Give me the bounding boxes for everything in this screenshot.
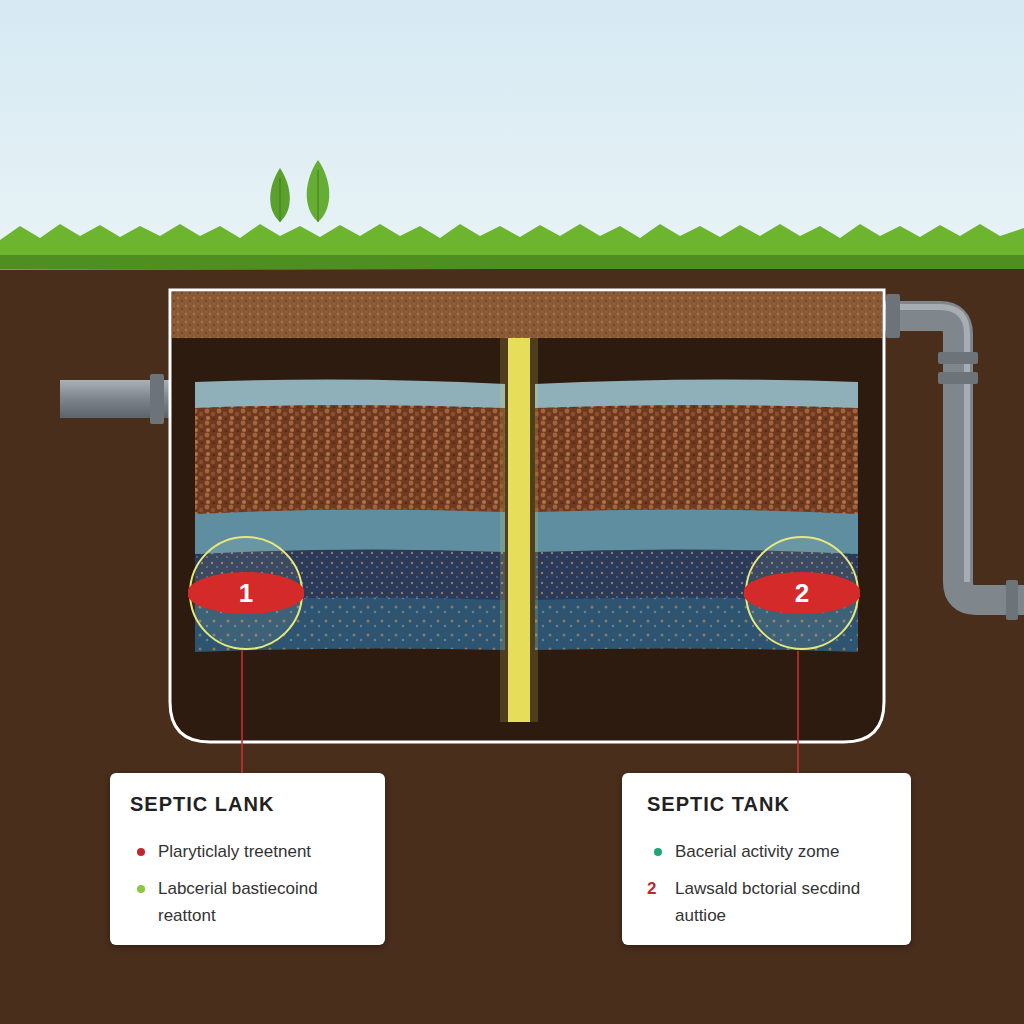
bullet-text: Plaryticlaly treetnent — [158, 838, 311, 865]
leader-line — [797, 651, 799, 773]
box-heading: SEPTIC TANK — [647, 793, 901, 816]
pipe-flange — [886, 294, 900, 338]
bullet-dot — [137, 885, 145, 893]
label-box: SEPTIC LANK Plaryticlaly treetnentLabceri… — [110, 773, 385, 945]
bullet-row: Plaryticlaly treetnent — [130, 838, 375, 865]
bullet-row: Labcerial bastiecoind reattont — [130, 875, 375, 929]
callout-number: 1 — [188, 535, 304, 651]
box-heading: SEPTIC LANK — [130, 793, 375, 816]
baffle-glow — [500, 338, 538, 722]
bullet-text: Labcerial bastiecoind reattont — [158, 875, 368, 929]
bullet-marker — [130, 875, 158, 902]
bullet-dot — [137, 848, 145, 856]
bullet-marker — [647, 838, 675, 865]
bullet-number: 2 — [647, 879, 656, 898]
baffle-pole — [508, 338, 530, 722]
bullet-text: Bacerial activity zome — [675, 838, 839, 865]
bullet-row: 2 Lawsald bctorial secdind auttioe — [647, 875, 901, 929]
gravel-layer — [195, 405, 505, 516]
pipe-flange — [938, 372, 978, 384]
top-layer — [172, 292, 882, 338]
callout-number: 2 — [744, 535, 860, 651]
bullet-marker: 2 — [647, 875, 675, 902]
sky — [0, 0, 1024, 260]
bullet-dot — [654, 848, 662, 856]
leaf — [307, 160, 330, 222]
outlet-pipe — [884, 316, 1024, 600]
gravel-layer — [535, 405, 858, 516]
leaf-vein — [318, 170, 319, 222]
soil — [0, 255, 1024, 1024]
pipe-flange — [150, 374, 164, 424]
outlet-pipe-highlight — [884, 307, 967, 582]
grass-shade — [0, 255, 1024, 269]
pipe-flange — [1006, 580, 1018, 620]
bullet-marker — [130, 838, 158, 865]
tank-body — [170, 290, 884, 742]
leaf-vein — [280, 178, 281, 222]
pipe-flange — [938, 352, 978, 364]
leader-line — [241, 651, 243, 773]
bullet-text: Lawsald bctorial secdind auttioe — [675, 875, 901, 929]
leaf — [270, 168, 290, 222]
label-box: SEPTIC TANK Bacerial activity zome 2 Lawsal… — [622, 773, 911, 945]
grass — [0, 224, 1024, 270]
bullet-row: Bacerial activity zome — [647, 838, 901, 865]
callout-circle: 1 — [188, 535, 304, 651]
callout-circle: 2 — [744, 535, 860, 651]
